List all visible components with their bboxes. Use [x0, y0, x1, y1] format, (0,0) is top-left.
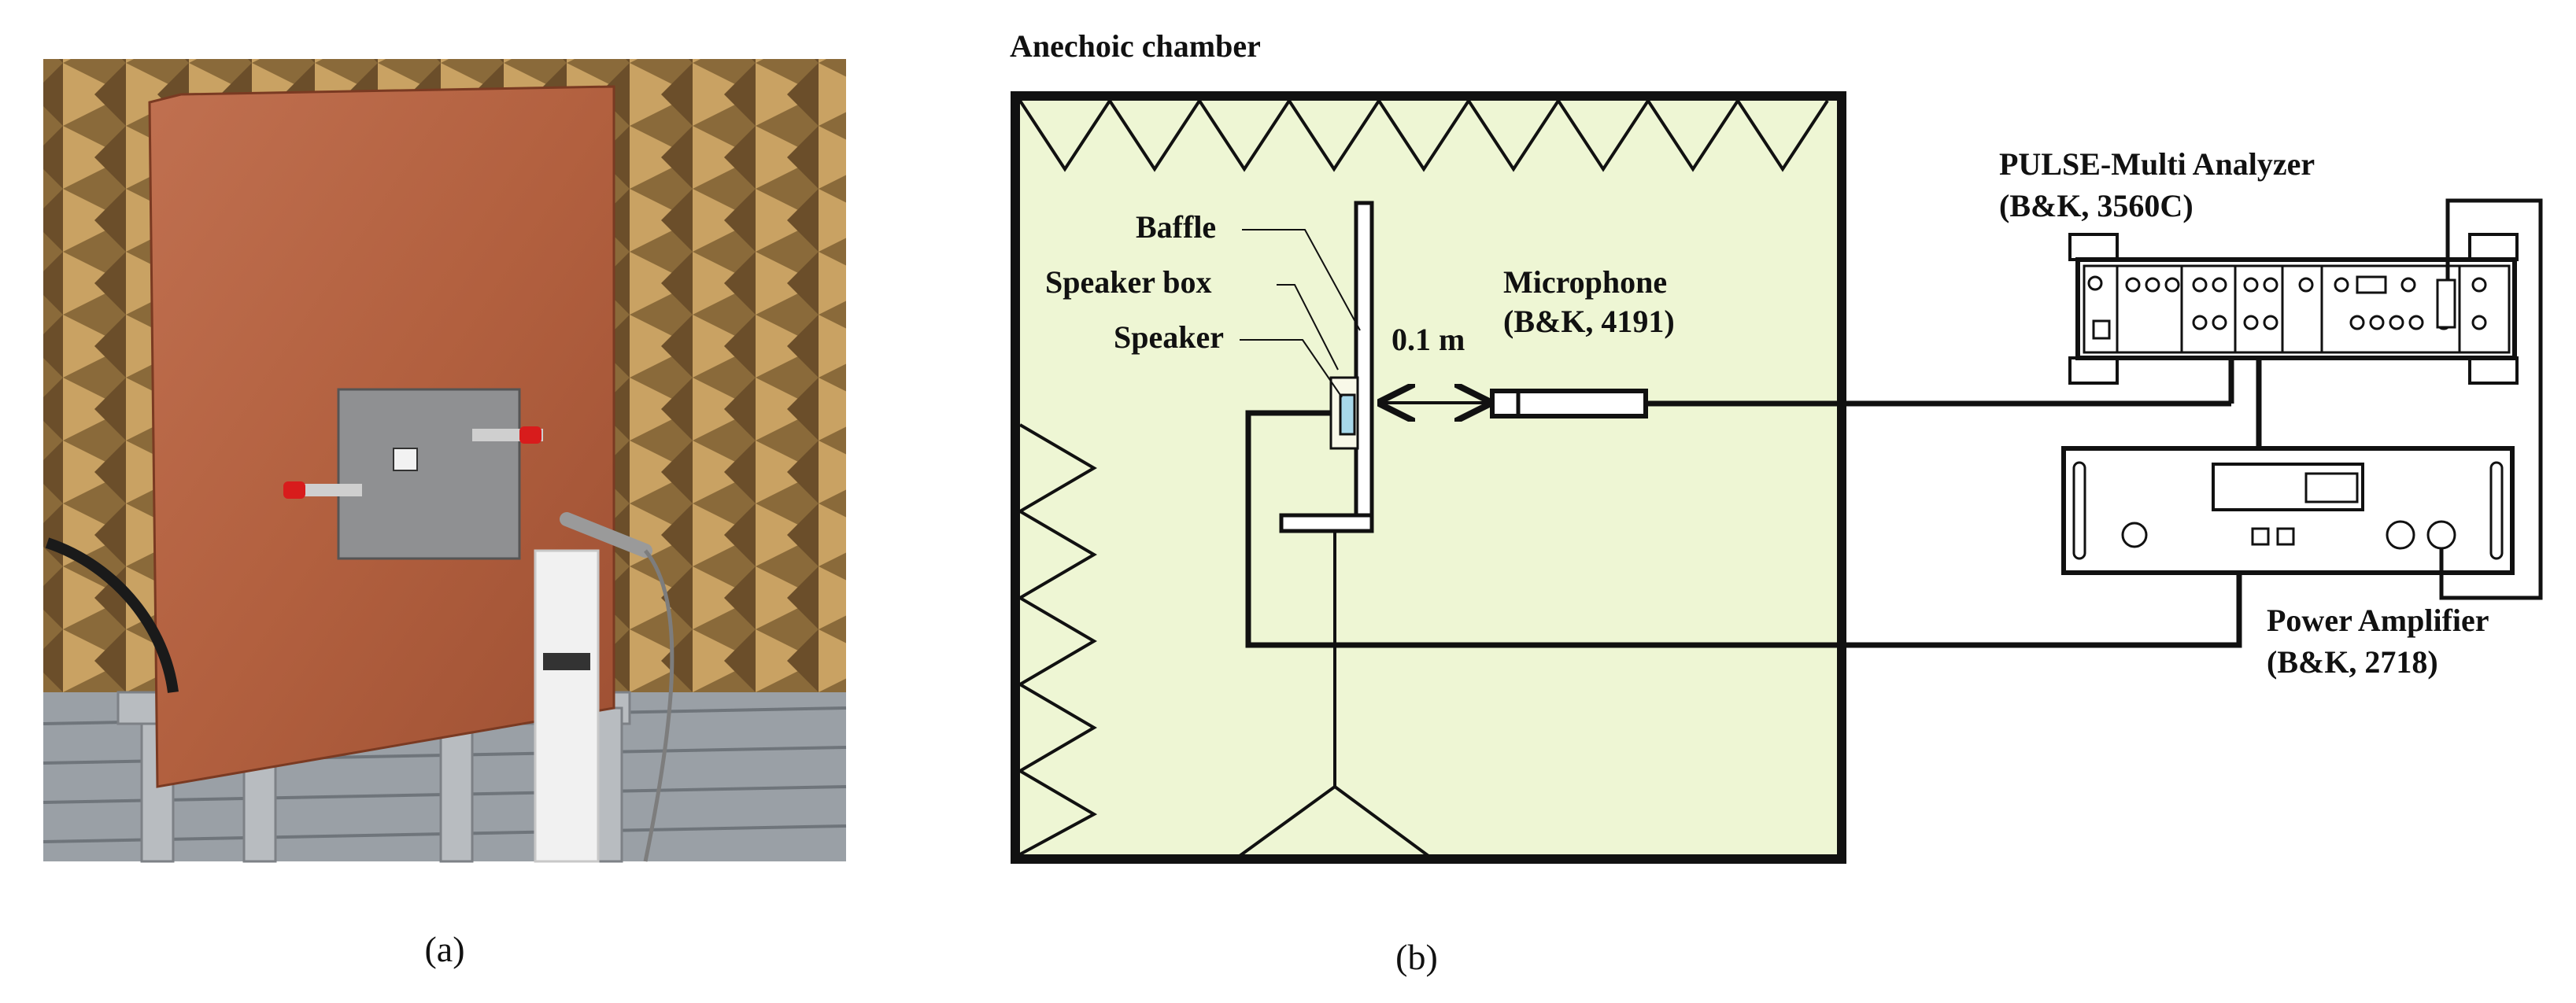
- clamp-icon: [472, 426, 543, 444]
- chamber-title: Anechoic chamber: [1010, 28, 1261, 64]
- label-analyzer: PULSE-Multi Analyzer: [1999, 146, 2315, 182]
- absorber-wedges-left: [1017, 423, 1098, 856]
- leader-line: [1277, 284, 1339, 371]
- label-speaker: Speaker: [1114, 319, 1224, 355]
- label-baffle: Baffle: [1136, 209, 1216, 245]
- label-microphone-model: (B&K, 4191): [1503, 304, 1675, 339]
- label-analyzer-model: (B&K, 3560C): [1999, 188, 2193, 223]
- label-speaker-box: Speaker box: [1045, 264, 1212, 300]
- label-microphone: Microphone: [1503, 264, 1667, 300]
- anechoic-chamber: [1011, 91, 1846, 864]
- cable: [45, 537, 179, 693]
- caption-b: (b): [1395, 937, 1438, 977]
- microphone: [1490, 389, 1648, 419]
- tripod-legs: [1238, 784, 1430, 857]
- label-amplifier-model: (B&K, 2718): [2267, 644, 2438, 680]
- label-amplifier: Power Amplifier: [2267, 603, 2489, 638]
- power-amplifier: [2061, 446, 2515, 575]
- leader-line: [1240, 339, 1343, 398]
- baffle: [1354, 201, 1374, 529]
- speaker-plate: [337, 388, 521, 560]
- microphone-stand: [534, 512, 674, 863]
- clamp-icon: [283, 481, 362, 499]
- leader-line: [1242, 229, 1361, 331]
- pulse-analyzer: [2068, 233, 2519, 385]
- baffle-foot: [1279, 513, 1374, 533]
- diagram-panel-b: Anechoic chamber Baffle Speaker box Spea…: [1010, 28, 2543, 977]
- photo-panel-a: (a): [43, 59, 847, 969]
- cables: [1245, 198, 2543, 648]
- caption-a: (a): [424, 929, 464, 969]
- speaker-icon: [393, 448, 418, 471]
- speaker: [1339, 393, 1356, 436]
- absorber-wedges-top: [1018, 98, 1829, 172]
- label-distance: 0.1 m: [1391, 322, 1465, 357]
